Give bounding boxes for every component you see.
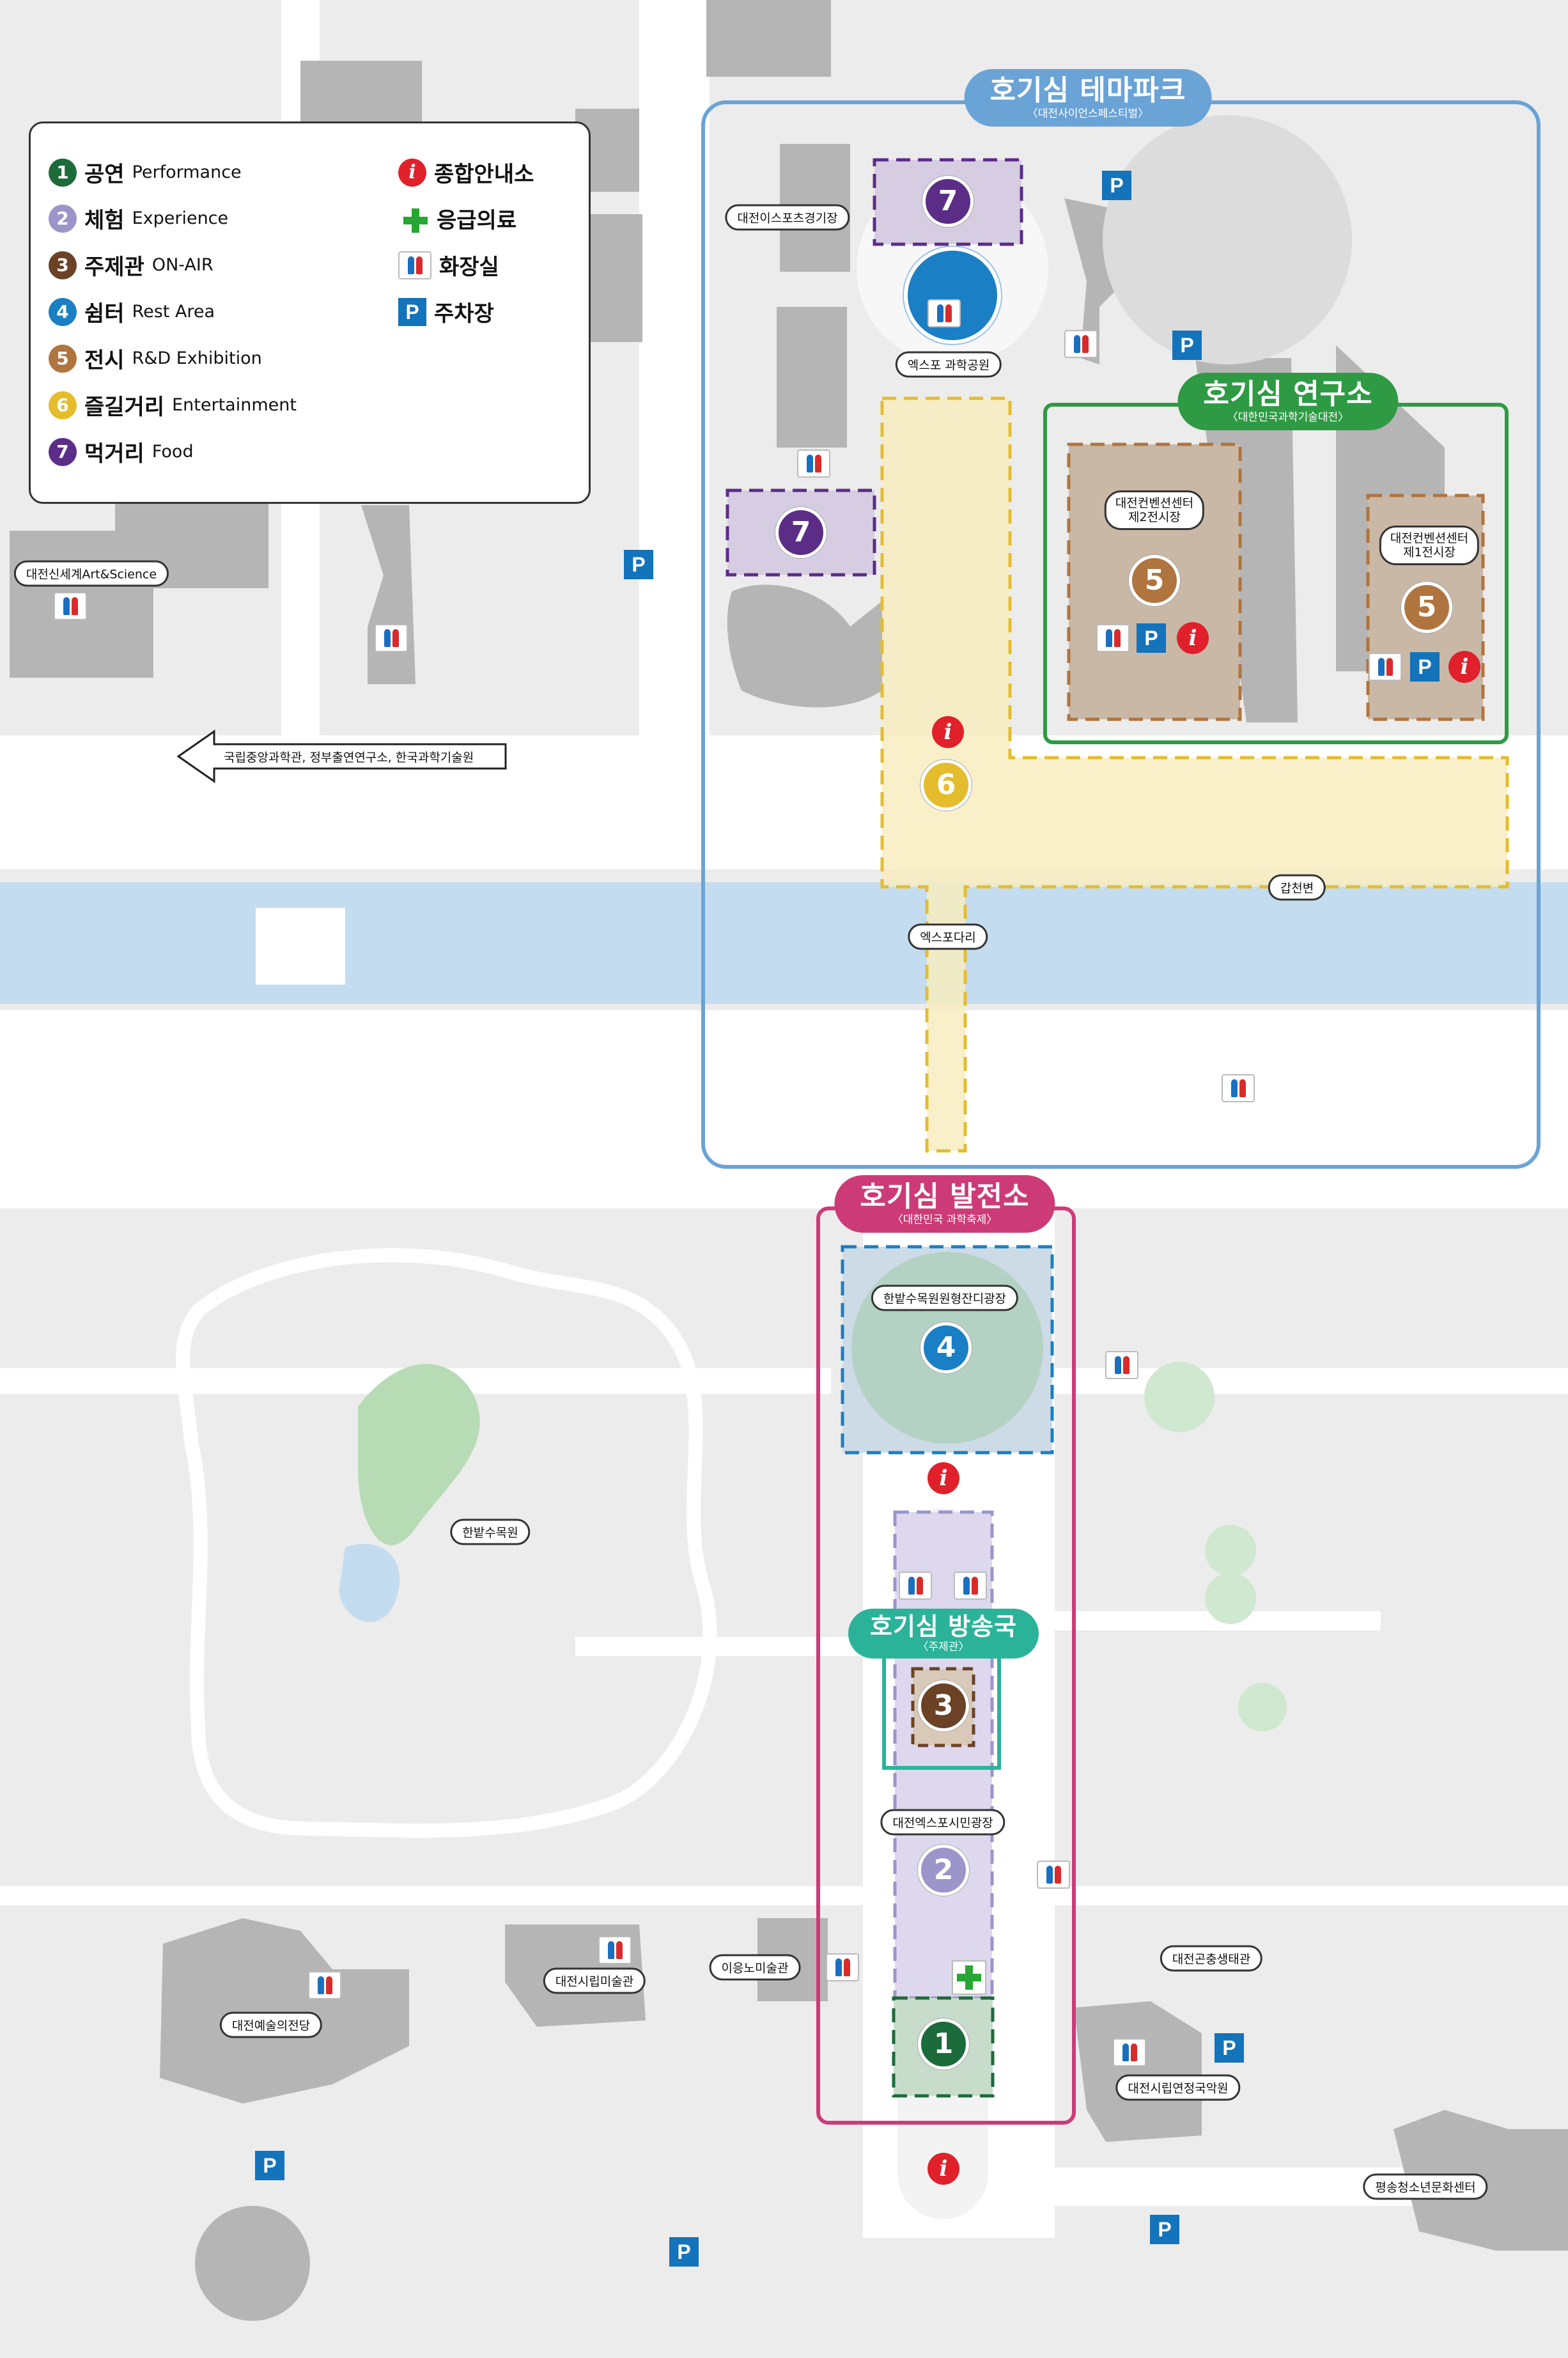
restroom-icon xyxy=(1105,1351,1138,1379)
medical-icon xyxy=(398,203,429,234)
parking-icon: P xyxy=(1102,171,1131,200)
arrow-label: 국립중앙과학관, 정부출연연구소, 한국과학기술원 xyxy=(224,751,474,765)
river xyxy=(0,882,1568,1004)
restroom-icon xyxy=(797,449,830,478)
parking-icon: P xyxy=(255,2151,284,2180)
label-art-museum: 대전시립미술관 xyxy=(543,1967,646,1994)
restroom-icon xyxy=(928,299,961,327)
legend-facility-restroom: 화장실 xyxy=(398,249,499,281)
info-icon[interactable]: i xyxy=(928,1462,959,1494)
marker-exhibition-2[interactable]: 5 xyxy=(1129,555,1180,606)
restroom-icon xyxy=(1222,1074,1255,1102)
label-insect: 대전곤충생태관 xyxy=(1160,1945,1263,1972)
label-youth: 평송청소년문화센터 xyxy=(1363,2173,1488,2200)
medical-icon xyxy=(952,1960,986,1995)
label-expo-citizen: 대전엑스포시민광장 xyxy=(880,1809,1005,1836)
restroom-icon xyxy=(954,1572,987,1600)
marker-rest-area[interactable]: 4 xyxy=(920,1322,972,1373)
legend-badge: 5 xyxy=(49,344,77,373)
info-icon: i xyxy=(398,158,426,187)
gardens xyxy=(1144,1362,1287,1731)
parking-icon: P xyxy=(669,2237,699,2267)
info-icon[interactable]: i xyxy=(1448,651,1480,683)
restroom-icon xyxy=(54,592,87,620)
restroom-icon xyxy=(398,251,431,279)
legend-badge: 6 xyxy=(49,391,77,419)
parking-icon: P xyxy=(1137,623,1166,653)
restroom-icon xyxy=(598,1936,632,1964)
label-ungno: 이응노미술관 xyxy=(709,1954,801,1981)
broadcast-title: 호기심 방송국 〈주제관〉 xyxy=(848,1609,1039,1659)
marker-performance[interactable]: 1 xyxy=(918,2018,969,2070)
lab-title: 호기심 연구소 〈대한민국과학기술대전〉 xyxy=(1177,373,1399,430)
marker-onair[interactable]: 3 xyxy=(918,1680,969,1731)
legend-badge: 1 xyxy=(49,158,77,187)
legend-badge: 4 xyxy=(49,297,77,326)
marker-food-1[interactable]: 7 xyxy=(922,176,974,227)
river-bank xyxy=(256,908,345,985)
domed-area xyxy=(1103,115,1352,364)
restroom-icon xyxy=(1113,2038,1146,2066)
arboretum-path xyxy=(176,1248,717,1838)
legend-badge: 3 xyxy=(49,251,77,279)
label-gapcheon: 갑천변 xyxy=(1268,874,1326,901)
parking-icon: P xyxy=(1172,331,1202,360)
arboretum-pond xyxy=(358,1364,480,1545)
label-expo-bridge: 엑스포다리 xyxy=(908,923,988,950)
plant-title: 호기심 발전소 〈대한민국 과학축제〉 xyxy=(834,1175,1055,1233)
info-icon[interactable]: i xyxy=(932,716,964,748)
parking-icon: P xyxy=(1410,652,1440,682)
label-hanbat-plaza: 한밭수목원원형잔디광장 xyxy=(871,1284,1019,1311)
info-icon[interactable]: i xyxy=(928,2153,959,2185)
legend-badge: 2 xyxy=(49,204,77,233)
label-arts-center: 대전예술의전당 xyxy=(219,2011,323,2038)
restroom-icon xyxy=(1096,624,1129,652)
restroom-icon xyxy=(899,1572,932,1600)
parking-icon: P xyxy=(1215,2033,1244,2063)
performance-zone xyxy=(892,1996,995,2098)
info-icon[interactable]: i xyxy=(1177,622,1209,654)
marker-entertainment[interactable]: 6 xyxy=(920,760,972,811)
marker-experience[interactable]: 2 xyxy=(918,1845,969,1896)
expo-park-marker xyxy=(904,247,1001,344)
legend-badge: 7 xyxy=(49,437,77,466)
restroom-icon xyxy=(826,1953,859,1981)
label-gugak: 대전시립연정국악원 xyxy=(1115,2074,1241,2101)
direction-arrow: 국립중앙과학관, 정부출연연구소, 한국과학기술원 xyxy=(176,729,508,786)
restroom-icon xyxy=(1369,653,1402,681)
marker-food-2[interactable]: 7 xyxy=(775,507,827,558)
marker-exhibition-1[interactable]: 5 xyxy=(1401,582,1452,633)
themepark-title: 호기심 테마파크 〈대전사이언스페스티벌〉 xyxy=(964,69,1212,127)
restroom-icon xyxy=(308,1971,341,1999)
legend-facility-medical: 응급의료 xyxy=(398,203,516,234)
label-expo-park: 엑스포 과학공원 xyxy=(895,351,1002,378)
label-shinsegae: 대전신세계Art&Science xyxy=(13,560,169,587)
label-expo-sports: 대전이스포츠경기장 xyxy=(725,204,850,231)
parking-icon: P xyxy=(1150,2215,1179,2244)
entertainment-zone xyxy=(880,396,1509,1153)
restroom-icon xyxy=(375,624,408,652)
arrow-icon xyxy=(176,730,507,783)
label-arboretum: 한밭수목원 xyxy=(450,1519,531,1545)
arboretum-pond-blue xyxy=(339,1543,400,1623)
restroom-icon xyxy=(1064,330,1098,358)
restroom-icon xyxy=(1037,1861,1070,1889)
parking-icon: P xyxy=(398,297,426,326)
parking-icon: P xyxy=(624,550,653,579)
